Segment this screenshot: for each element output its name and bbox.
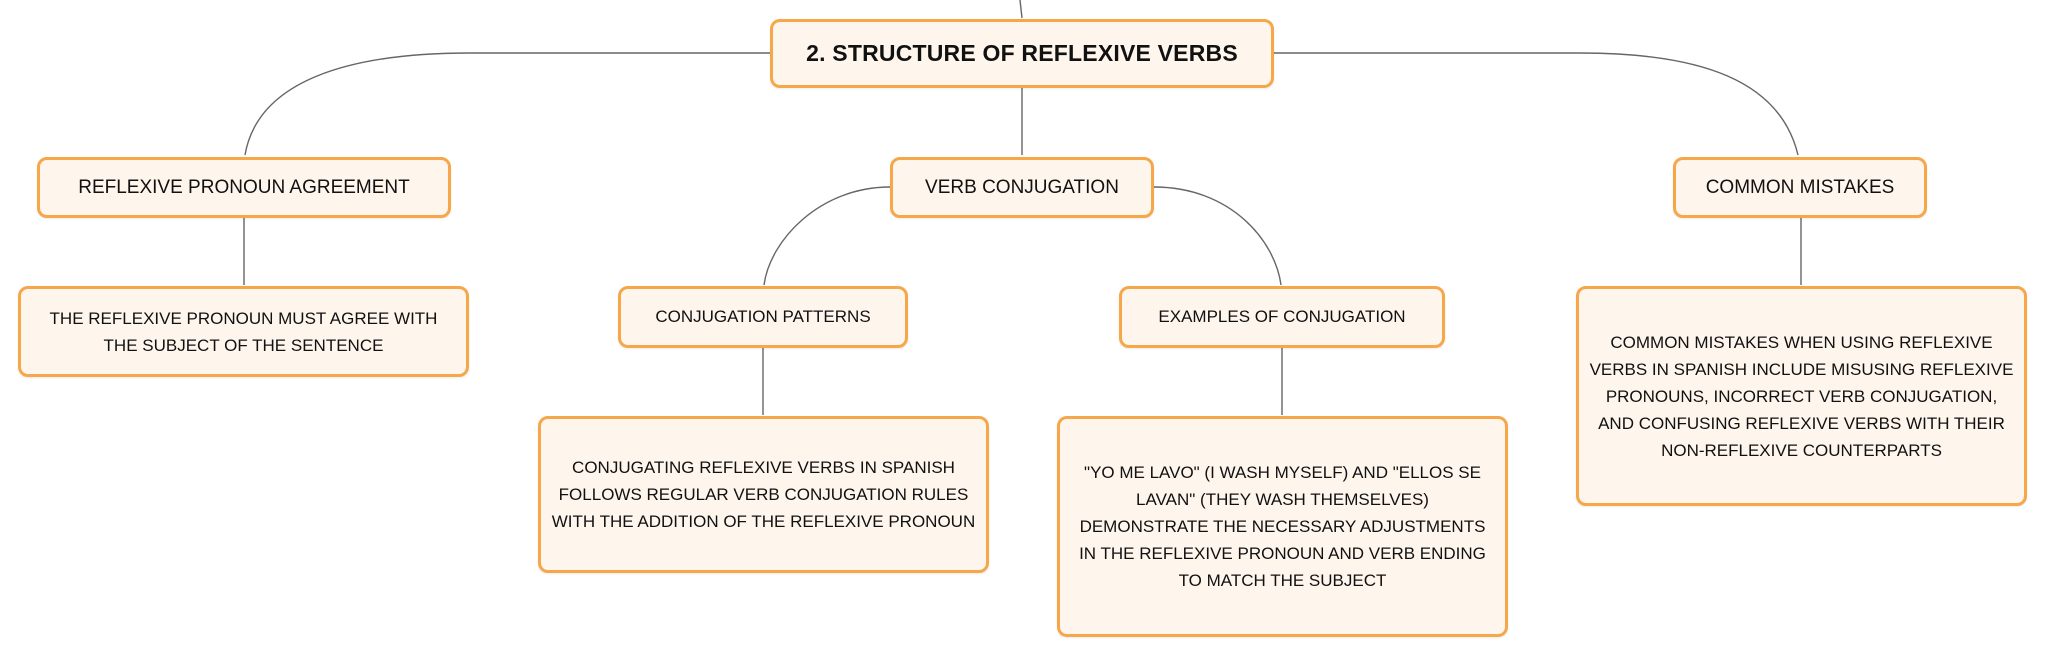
common-mistakes-node[interactable]: COMMON MISTAKES — [1673, 157, 1927, 218]
verb-conjugation-node[interactable]: VERB CONJUGATION — [890, 157, 1154, 218]
pronoun-agreement-detail-node[interactable]: THE REFLEXIVE PRONOUN MUST AGREE WITH TH… — [18, 286, 469, 377]
common-mistakes-detail-node[interactable]: COMMON MISTAKES WHEN USING REFLEXIVE VER… — [1576, 286, 2027, 506]
verb-conjugation-label: VERB CONJUGATION — [925, 176, 1119, 198]
pronoun-agreement-label: REFLEXIVE PRONOUN AGREEMENT — [78, 176, 410, 198]
examples-of-conjugation-node[interactable]: EXAMPLES OF CONJUGATION — [1119, 286, 1445, 348]
examples-of-conjugation-label: EXAMPLES OF CONJUGATION — [1158, 307, 1406, 326]
connector-conjugation-patterns — [763, 186, 891, 286]
conjugation-patterns-detail-node[interactable]: CONJUGATING REFLEXIVE VERBS IN SPANISH F… — [538, 416, 989, 573]
conjugation-patterns-node[interactable]: CONJUGATION PATTERNS — [618, 286, 908, 348]
root-node-label: 2. STRUCTURE OF REFLEXIVE VERBS — [806, 40, 1238, 66]
root-node[interactable]: 2. STRUCTURE OF REFLEXIVE VERBS — [770, 19, 1274, 88]
common-mistakes-detail-text: COMMON MISTAKES WHEN USING REFLEXIVE VER… — [1589, 332, 2014, 460]
conjugation-patterns-label: CONJUGATION PATTERNS — [655, 307, 871, 326]
common-mistakes-label: COMMON MISTAKES — [1705, 176, 1895, 198]
connector-conjugation-examples — [1153, 186, 1282, 286]
pronoun-agreement-node[interactable]: REFLEXIVE PRONOUN AGREEMENT — [37, 157, 451, 218]
conjugation-patterns-detail-text: CONJUGATING REFLEXIVE VERBS IN SPANISH F… — [551, 458, 976, 531]
examples-of-conjugation-detail-node[interactable]: "YO ME LAVO" (I WASH MYSELF) AND "ELLOS … — [1057, 416, 1508, 637]
connector-root-pronoun — [244, 52, 770, 156]
examples-of-conjugation-detail-text: "YO ME LAVO" (I WASH MYSELF) AND "ELLOS … — [1079, 463, 1486, 590]
connector-root-mistakes — [1274, 52, 1799, 156]
connector-parent-root — [1019, 0, 1023, 19]
pronoun-agreement-detail-text: THE REFLEXIVE PRONOUN MUST AGREE WITH TH… — [49, 308, 438, 355]
